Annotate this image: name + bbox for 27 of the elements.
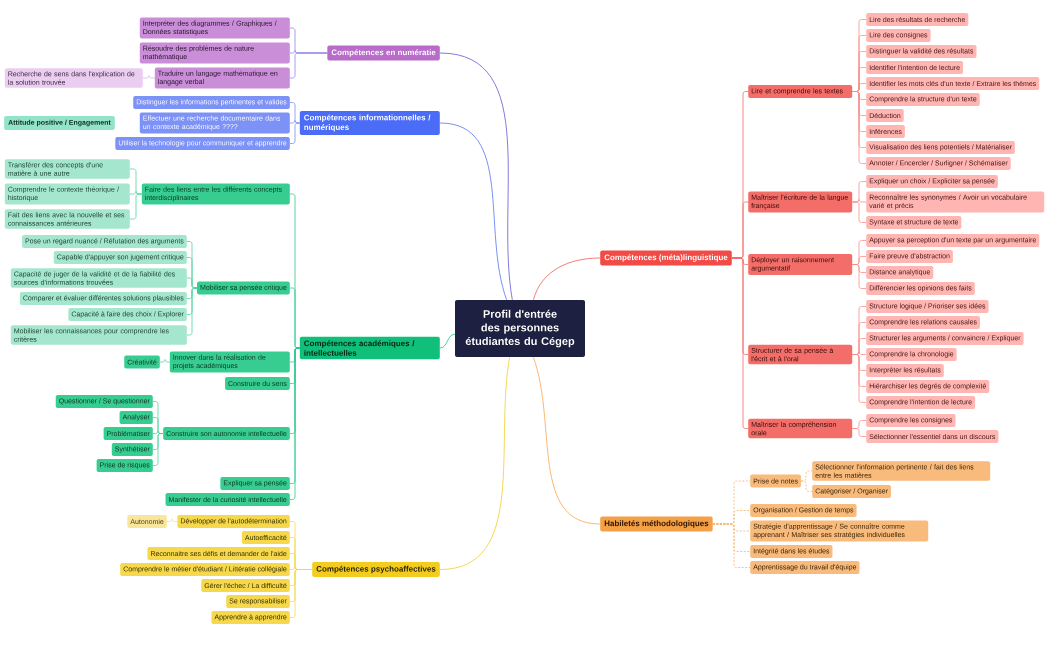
connector-line — [186, 287, 198, 336]
branch-curve — [439, 356, 510, 570]
branch-curve — [439, 122, 507, 301]
connector-line — [852, 201, 867, 223]
branch-curve — [439, 52, 513, 301]
connector-line — [712, 523, 751, 568]
connector-line — [289, 569, 313, 618]
connector-line — [852, 264, 867, 289]
connector-line — [852, 91, 867, 164]
branch-curve — [533, 356, 601, 525]
branch-curve — [533, 257, 601, 301]
connector-line — [800, 480, 813, 492]
connector-line — [166, 518, 178, 522]
connector-line — [289, 122, 300, 144]
central-topic-box: Profil d'entrée des personnes étudiantes du Cégep — [455, 300, 585, 357]
branch-curve — [439, 333, 456, 349]
connector-line — [159, 359, 170, 363]
connector-line — [289, 52, 328, 79]
branch-topic-box: Habiletés méthodologiques — [600, 516, 713, 532]
branch-topic-box: Compétences informationnelles / numériques — [299, 110, 440, 136]
branch-topic-box: Compétences académiques / intellectuelles — [299, 336, 440, 360]
branch-topic-box: Compétences en numératie — [327, 45, 440, 61]
branch-topic-box: Compétences (méta)linguistique — [600, 250, 732, 266]
branch-topic-box: Compétences psychoaffectives — [312, 562, 440, 577]
connector-line — [129, 193, 142, 220]
connector-line — [852, 354, 867, 403]
connector-line — [852, 428, 867, 437]
